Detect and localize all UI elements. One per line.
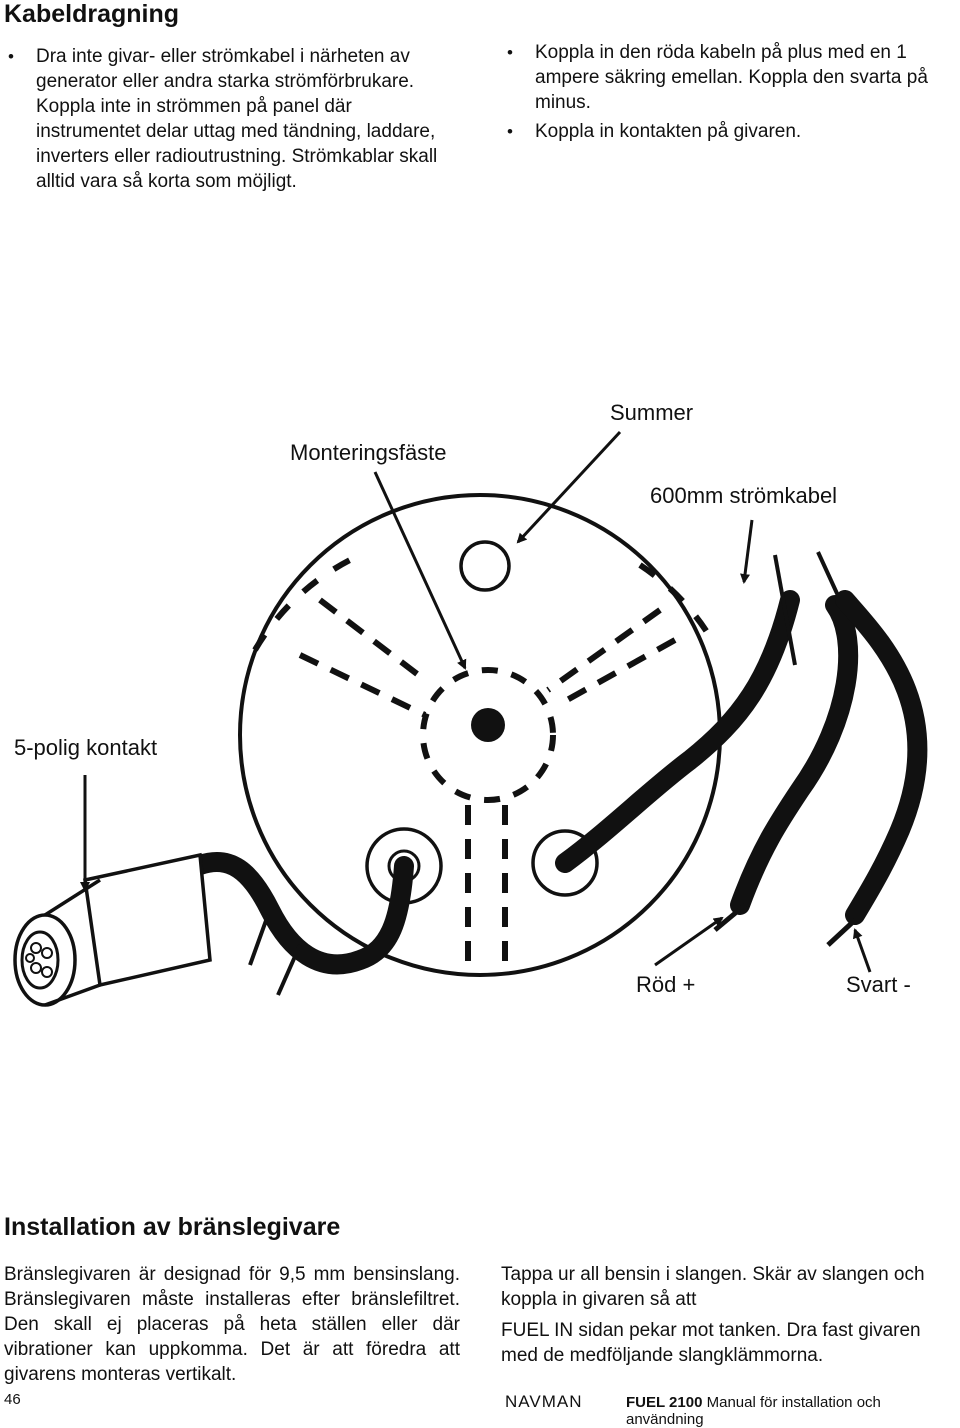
list-item: Dra inte givar- eller strömkabel i närhe… <box>6 44 446 194</box>
cabling-bullets-right: Koppla in den röda kabeln på plus med en… <box>505 40 960 148</box>
sensor-cable <box>190 852 414 975</box>
product-name: FUEL 2100 <box>626 1394 703 1411</box>
fuel-sensor-text-right-1: Tappa ur all bensin i slangen. Skär av s… <box>501 1264 925 1310</box>
black-arrow <box>852 928 872 973</box>
section-title-fuel-sensor: Installation av bränslegivare <box>4 1213 341 1241</box>
section-title-cabling: Kabeldragning <box>4 0 180 28</box>
buzzer-hole <box>459 540 511 592</box>
black-wire-tip <box>826 918 857 947</box>
label-black: Svart - <box>846 972 911 997</box>
power-cable <box>555 590 800 873</box>
label-buzzer: Summer <box>610 400 694 425</box>
label-power-cable: 600mm strömkabel <box>650 483 838 508</box>
rim-dash-left <box>252 557 352 652</box>
mounting-arrow <box>373 471 467 670</box>
cabling-bullets-left: Dra inte givar- eller strömkabel i närhe… <box>6 44 446 198</box>
black-wire <box>835 590 928 925</box>
center-stud <box>471 708 505 742</box>
brand-logo: NAVMAN <box>505 1392 583 1411</box>
footer-title: FUEL 2100 Manual för installation och an… <box>626 1394 960 1428</box>
label-mounting: Monteringsfäste <box>290 440 447 465</box>
power-cable-arrow <box>740 519 754 584</box>
mounting-spokes <box>298 597 677 970</box>
red-wire-tip <box>713 903 747 932</box>
fuel-sensor-text-right-2: FUEL IN sidan pekar mot tanken. Dra fast… <box>501 1320 921 1366</box>
label-red: Röd + <box>636 972 696 997</box>
five-pin-connector <box>13 852 212 1007</box>
red-arrow <box>654 916 724 967</box>
fuel-sensor-text-left: Bränslegivaren är designad för 9,5 mm be… <box>4 1264 460 1385</box>
buzzer-arrow <box>516 430 622 544</box>
mounting-ring <box>420 667 556 803</box>
rim-dash-right <box>638 562 715 642</box>
page-number: 46 <box>4 1391 21 1408</box>
label-connector: 5-polig kontakt <box>14 735 158 760</box>
red-wire <box>730 595 859 915</box>
list-item: Koppla in den röda kabeln på plus med en… <box>505 40 960 115</box>
list-item: Koppla in kontakten på givaren. <box>505 119 960 144</box>
